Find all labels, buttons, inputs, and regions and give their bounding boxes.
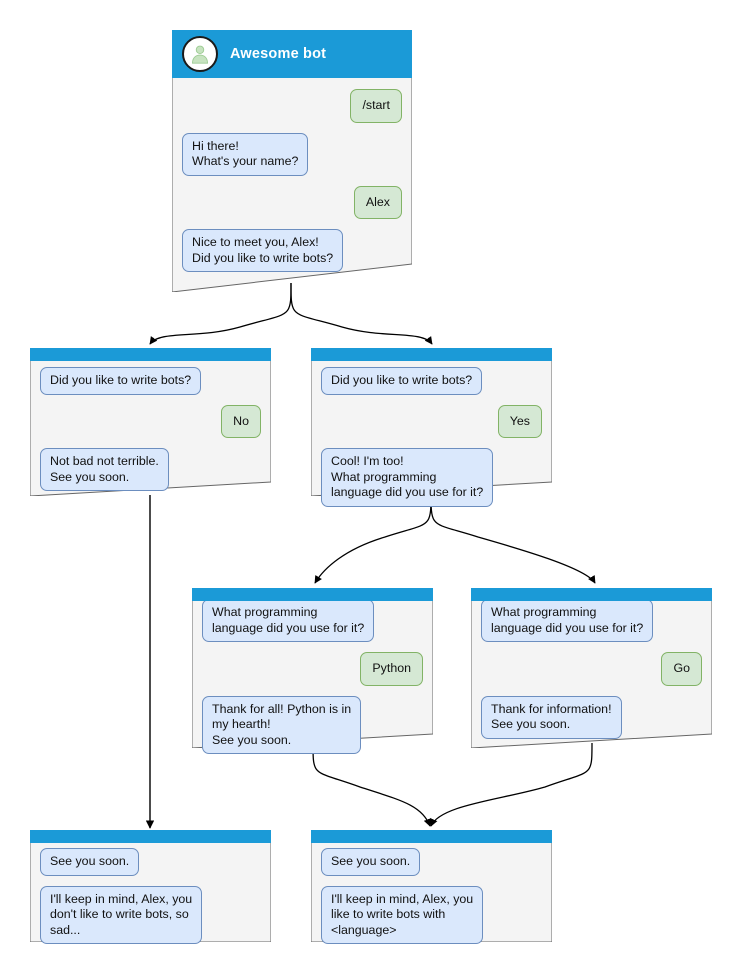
node-start-messages: /start Hi there! What's your name? Alex … bbox=[172, 78, 412, 282]
node-lang-python-messages: What programming language did you use fo… bbox=[192, 599, 433, 764]
message-row: Nice to meet you, Alex! Did you like to … bbox=[182, 229, 402, 272]
edge-lang-go-to-end-happy bbox=[430, 742, 593, 827]
person-avatar-icon bbox=[182, 36, 218, 72]
node-end-happy[interactable]: See you soon. I'll keep in mind, Alex, y… bbox=[311, 830, 552, 944]
user-message-bubble: /start bbox=[350, 89, 402, 123]
bot-message-bubble: What programming language did you use fo… bbox=[202, 599, 375, 642]
node-lang-python-header bbox=[192, 588, 433, 601]
node-start-title: Awesome bot bbox=[230, 46, 327, 62]
node-answer-yes-header bbox=[311, 348, 552, 361]
node-start-header: Awesome bot bbox=[172, 30, 412, 78]
message-row: See you soon. bbox=[40, 848, 261, 876]
message-row: Did you like to write bots? bbox=[40, 367, 261, 395]
message-row: I'll keep in mind, Alex, you like to wri… bbox=[321, 885, 542, 944]
message-row: Thank for all! Python is in my hearth! S… bbox=[202, 695, 423, 754]
bot-message-bubble: Nice to meet you, Alex! Did you like to … bbox=[182, 229, 344, 272]
node-end-sad-messages: See you soon. I'll keep in mind, Alex, y… bbox=[30, 843, 271, 954]
message-row: Hi there! What's your name? bbox=[182, 132, 402, 176]
message-row: /start bbox=[182, 89, 402, 123]
user-message-bubble: Alex bbox=[353, 185, 402, 219]
node-lang-go[interactable]: What programming language did you use fo… bbox=[471, 588, 712, 748]
bot-message-bubble: See you soon. bbox=[40, 848, 140, 876]
message-row: Cool! I'm too! What programming language… bbox=[321, 448, 542, 507]
node-answer-no-messages: Did you like to write bots? No Not bad n… bbox=[30, 361, 271, 501]
node-end-happy-header bbox=[311, 830, 552, 843]
message-row: Go bbox=[481, 652, 702, 686]
message-row: Python bbox=[202, 652, 423, 686]
bot-message-bubble: Thank for all! Python is in my hearth! S… bbox=[202, 695, 362, 754]
node-answer-no-header bbox=[30, 348, 271, 361]
message-row: See you soon. bbox=[321, 848, 542, 876]
edge-start-to-answer-yes bbox=[290, 282, 433, 345]
user-message-bubble: Go bbox=[661, 652, 702, 686]
message-row: I'll keep in mind, Alex, you don't like … bbox=[40, 885, 261, 944]
node-start[interactable]: Awesome bot /start Hi there! What's your… bbox=[172, 30, 412, 292]
message-row: Yes bbox=[321, 404, 542, 438]
bot-message-bubble: What programming language did you use fo… bbox=[481, 599, 654, 642]
bot-message-bubble: I'll keep in mind, Alex, you like to wri… bbox=[321, 885, 484, 944]
user-message-bubble: No bbox=[221, 404, 261, 438]
edge-start-to-answer-no bbox=[149, 282, 292, 345]
node-answer-yes[interactable]: Did you like to write bots? Yes Cool! I'… bbox=[311, 348, 552, 507]
node-lang-go-header bbox=[471, 588, 712, 601]
message-row: What programming language did you use fo… bbox=[481, 599, 702, 642]
user-message-bubble: Python bbox=[360, 652, 423, 686]
message-row: Thank for information! See you soon. bbox=[481, 695, 702, 739]
node-end-happy-messages: See you soon. I'll keep in mind, Alex, y… bbox=[311, 843, 552, 954]
bot-message-bubble: Hi there! What's your name? bbox=[182, 132, 309, 176]
node-end-sad[interactable]: See you soon. I'll keep in mind, Alex, y… bbox=[30, 830, 271, 944]
node-answer-yes-messages: Did you like to write bots? Yes Cool! I'… bbox=[311, 361, 552, 517]
message-row: No bbox=[40, 404, 261, 438]
bot-message-bubble: I'll keep in mind, Alex, you don't like … bbox=[40, 885, 203, 944]
message-row: Did you like to write bots? bbox=[321, 367, 542, 395]
user-message-bubble: Yes bbox=[497, 404, 542, 438]
bot-message-bubble: Did you like to write bots? bbox=[321, 367, 483, 395]
message-row: Not bad not terrible. See you soon. bbox=[40, 448, 261, 491]
node-end-sad-header bbox=[30, 830, 271, 843]
node-lang-python[interactable]: What programming language did you use fo… bbox=[192, 588, 433, 754]
bot-message-bubble: Did you like to write bots? bbox=[40, 367, 202, 395]
bot-message-bubble: See you soon. bbox=[321, 848, 421, 876]
bot-message-bubble: Not bad not terrible. See you soon. bbox=[40, 448, 169, 491]
message-row: What programming language did you use fo… bbox=[202, 599, 423, 642]
node-lang-go-messages: What programming language did you use fo… bbox=[471, 599, 712, 749]
node-answer-no[interactable]: Did you like to write bots? No Not bad n… bbox=[30, 348, 271, 496]
bot-message-bubble: Thank for information! See you soon. bbox=[481, 695, 622, 739]
message-row: Alex bbox=[182, 185, 402, 219]
bot-message-bubble: Cool! I'm too! What programming language… bbox=[321, 448, 494, 507]
